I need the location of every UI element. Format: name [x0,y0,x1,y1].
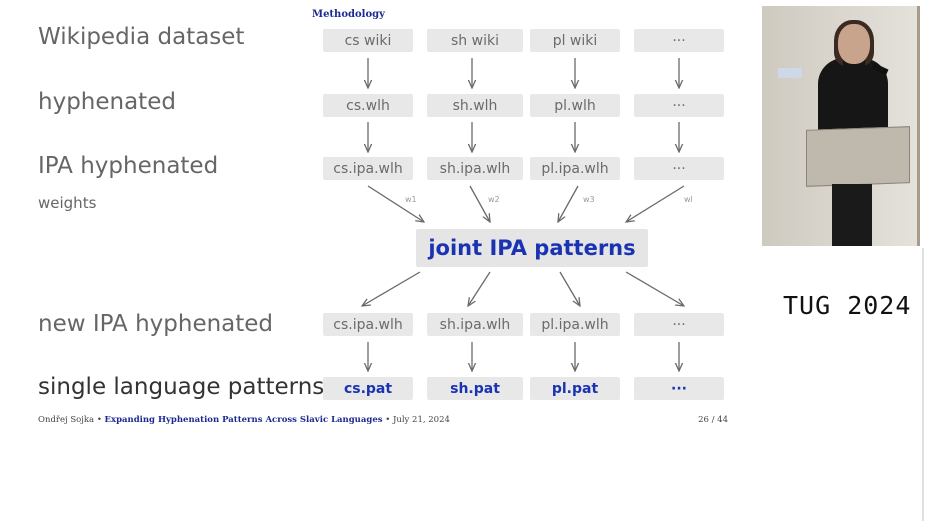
arrow-weighted [367,185,424,222]
row-label-new-ipa: new IPA hyphenated [38,311,274,337]
box-more-pat: ··· [634,377,724,400]
slide-footer: Ondřej Sojka • Expanding Hyphenation Pat… [38,415,728,425]
box-new-pl-ipa-wlh: pl.ipa.wlh [530,313,620,336]
row-label-hyphenated: hyphenated [38,89,176,115]
box-more-wlh: ··· [634,94,724,117]
footer-author: Ondřej Sojka [38,415,95,425]
box-cs-wlh: cs.wlh [323,94,413,117]
arrow-from-joint [468,271,491,306]
footer-separator: • [96,415,102,425]
weight-label-3: w3 [583,195,595,204]
footer-separator: • [385,415,391,425]
box-pl-wlh: pl.wlh [530,94,620,117]
weight-label-1: w1 [405,195,417,204]
box-sh-pat: sh.pat [427,377,523,400]
box-cs-ipa-wlh: cs.ipa.wlh [323,157,413,180]
arrow-from-joint [559,271,580,306]
presentation-slide: Methodology Wikipedia dataset hyphenated… [0,9,728,521]
arrow-weighted [558,185,579,222]
event-logo: TUG 2024 [783,291,912,320]
divider [922,248,924,521]
box-pl-pat: pl.pat [530,377,620,400]
box-pl-ipa-wlh: pl.ipa.wlh [530,157,620,180]
box-new-cs-ipa-wlh: cs.ipa.wlh [323,313,413,336]
box-sh-ipa-wlh: sh.ipa.wlh [427,157,523,180]
footer-date: July 21, 2024 [392,415,450,425]
section-title: Methodology [312,9,385,20]
row-label-weights: weights [38,194,97,212]
footer-title: Expanding Hyphenation Patterns Across Sl… [104,415,383,425]
weight-label-2: w2 [488,195,500,204]
box-cs-pat: cs.pat [323,377,413,400]
box-cs-wiki: cs wiki [323,29,413,52]
box-sh-wiki: sh wiki [427,29,523,52]
box-more-wiki: ··· [634,29,724,52]
box-pl-wiki: pl wiki [530,29,620,52]
box-more-ipa-wlh: ··· [634,157,724,180]
arrow-weighted [626,185,685,222]
box-sh-wlh: sh.wlh [427,94,523,117]
page-number: 26 / 44 [698,415,728,425]
arrow-from-joint [362,271,421,306]
speaker-video-feed [762,6,920,246]
box-new-sh-ipa-wlh: sh.ipa.wlh [427,313,523,336]
row-label-ipa-hyphenated: IPA hyphenated [38,153,219,179]
box-new-more-ipa-wlh: ··· [634,313,724,336]
flow-arrows: w1 w2 w3 wl [0,58,693,521]
row-label-single-patterns: single language patterns [38,374,325,400]
row-label-dataset: Wikipedia dataset [38,24,245,50]
weight-label-l: wl [684,195,693,204]
arrow-from-joint [625,271,684,306]
joint-ipa-patterns-box: joint IPA patterns [416,229,648,267]
arrow-weighted [469,185,490,222]
